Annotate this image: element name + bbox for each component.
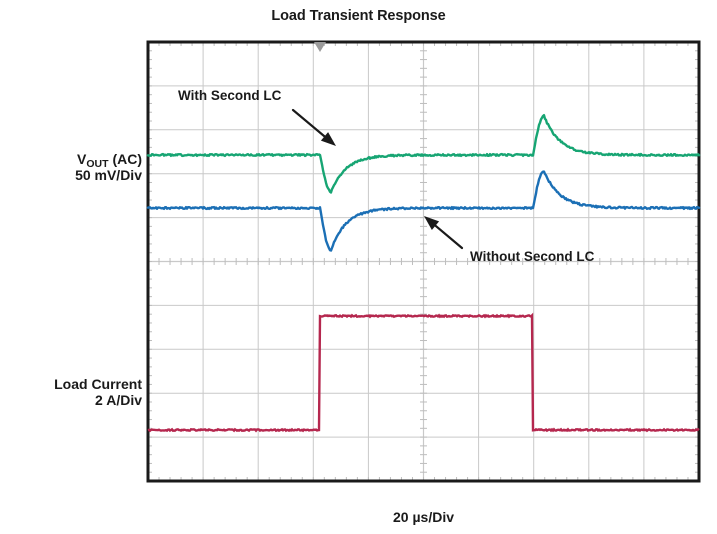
vout-axis-caption: VOUT (AC) 50 mV/Div: [0, 151, 142, 183]
vout-subscript: OUT: [86, 158, 109, 170]
trace-group: [146, 114, 701, 433]
trace-with-second-lc: [146, 114, 701, 194]
vout-ac-suffix: (AC): [108, 151, 142, 167]
grid-group: [146, 40, 701, 483]
plot-frame: [146, 40, 701, 483]
annotation-arrow-head: [424, 216, 440, 230]
vout-axis-scale: 50 mV/Div: [75, 166, 142, 183]
annotation-arrow-line: [291, 108, 326, 138]
annotation-arrow-line: [434, 224, 464, 250]
trace-load-current: [147, 312, 700, 433]
vout-axis-caption-line1: VOUT (AC): [0, 151, 142, 170]
annotation-label: Without Second LC: [470, 249, 595, 264]
annotation-arrow-head: [320, 132, 336, 146]
load-current-axis-caption: Load Current 2 A/Div: [0, 376, 142, 408]
load-current-axis-scale: 2 A/Div: [95, 391, 142, 408]
annotation-group: With Second LC Without Second LC: [178, 88, 595, 264]
chart-title: Load Transient Response: [271, 8, 446, 24]
annotation-label: With Second LC: [178, 88, 282, 103]
trigger-marker: [314, 42, 326, 52]
vout-symbol: V: [77, 151, 87, 167]
load-current-axis-name: Load Current: [54, 376, 142, 392]
time-axis-caption: 20 µs/Div: [393, 509, 454, 525]
trace-without-second-lc: [146, 170, 701, 252]
